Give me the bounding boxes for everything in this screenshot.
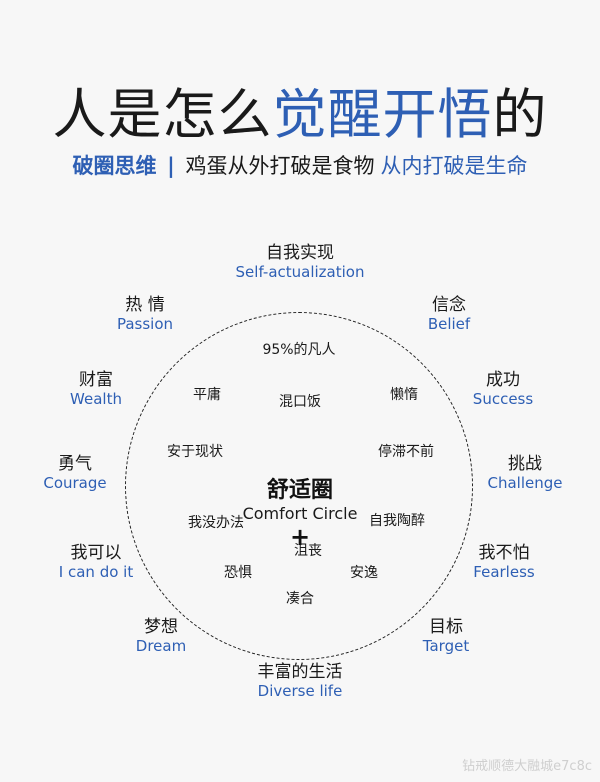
subtitle: 破圈思维 | 鸡蛋从外打破是食物从内打破是生命 xyxy=(0,150,600,180)
outer-label-fearless: 我不怕 Fearless xyxy=(473,543,535,581)
inner-label: 恐惧 xyxy=(224,565,252,581)
outer-label-zh: 勇气 xyxy=(58,454,92,474)
inner-label: 平庸 xyxy=(193,387,221,403)
outer-label-en: Wealth xyxy=(70,389,122,408)
outer-label-en: Dream xyxy=(135,636,187,655)
outer-label-en: Courage xyxy=(43,473,107,492)
outer-label-zh: 目标 xyxy=(429,617,463,637)
inner-label: 95%的凡人 xyxy=(262,342,336,358)
center-title-zh: 舒适圈 xyxy=(266,478,333,503)
inner-label: 我没办法 xyxy=(188,515,244,531)
outer-label-en: I can do it xyxy=(58,562,134,581)
outer-label-success: 成功 Success xyxy=(472,370,534,408)
comfort-circle-ring xyxy=(125,312,473,660)
outer-label-en: Fearless xyxy=(473,562,535,581)
inner-label: 安逸 xyxy=(350,565,378,581)
outer-label-en: Success xyxy=(472,389,534,408)
subtitle-bold: 破圈思维 xyxy=(72,154,157,178)
outer-label-i-can-do-it: 我可以 I can do it xyxy=(58,543,134,581)
inner-label: 凑合 xyxy=(286,591,314,607)
title-part-black: 人是怎么 xyxy=(52,83,273,146)
subtitle-middle: 鸡蛋从外打破是食物 xyxy=(185,154,375,178)
title-part-end: 的 xyxy=(492,83,548,146)
outer-label-en: Passion xyxy=(116,314,174,333)
outer-label-zh: 挑战 xyxy=(508,454,542,474)
outer-label-self-actualization: 自我实现 Self-actualization xyxy=(235,243,365,281)
inner-label: 停滞不前 xyxy=(378,444,434,460)
outer-label-zh: 梦想 xyxy=(143,617,178,637)
plus-icon: + xyxy=(289,523,311,551)
outer-label-passion: 热 情 Passion xyxy=(116,295,174,333)
inner-label: 自我陶醉 xyxy=(369,513,425,529)
subtitle-separator: | xyxy=(167,154,175,178)
inner-label: 沮丧 xyxy=(294,543,322,559)
comfort-circle-center: 舒适圈 Comfort Circle + xyxy=(243,472,358,549)
outer-label-en: Target xyxy=(422,636,470,655)
outer-label-zh: 我不怕 xyxy=(478,543,530,563)
outer-label-wealth: 财富 Wealth xyxy=(70,370,122,408)
outer-label-zh: 财富 xyxy=(79,370,113,390)
outer-label-en: Self-actualization xyxy=(235,262,365,281)
outer-label-en: Belief xyxy=(427,314,471,333)
inner-label: 混口饭 xyxy=(279,394,321,410)
outer-label-zh: 我可以 xyxy=(70,543,122,563)
outer-label-zh: 自我实现 xyxy=(265,243,334,263)
outer-label-diverse-life: 丰富的生活 Diverse life xyxy=(257,662,343,700)
outer-label-en: Challenge xyxy=(487,473,563,492)
inner-label: 安于现状 xyxy=(167,444,223,460)
outer-label-courage: 勇气 Courage xyxy=(43,454,107,492)
watermark: 钻戒顺德大融城e7c8c xyxy=(462,759,592,774)
center-title-en: Comfort Circle xyxy=(242,504,358,523)
page-title: 人是怎么觉醒开悟的 xyxy=(0,70,600,149)
outer-label-zh: 丰富的生活 xyxy=(257,662,343,682)
outer-label-target: 目标 Target xyxy=(422,617,470,655)
outer-label-zh: 热 情 xyxy=(125,295,165,315)
inner-label: 懒惰 xyxy=(390,387,418,403)
outer-label-zh: 信念 xyxy=(432,295,466,315)
outer-label-dream: 梦想 Dream xyxy=(135,617,187,655)
outer-label-en: Diverse life xyxy=(257,681,343,700)
outer-label-challenge: 挑战 Challenge xyxy=(487,454,563,492)
title-part-blue: 觉醒开悟 xyxy=(272,83,493,146)
subtitle-blue: 从内打破是生命 xyxy=(380,154,528,178)
outer-label-belief: 信念 Belief xyxy=(427,295,471,333)
outer-label-zh: 成功 xyxy=(485,370,520,390)
